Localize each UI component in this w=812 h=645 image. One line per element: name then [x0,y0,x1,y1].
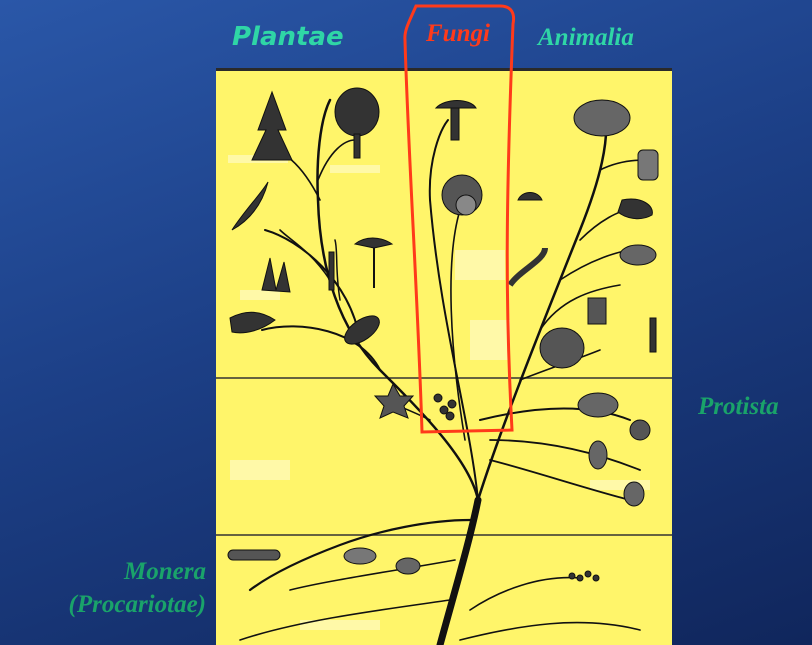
monera-label-line1: Monera [0,556,206,589]
protista-label: Protista [698,393,779,421]
panel-top-border [216,68,672,71]
bacillus-icon [344,548,376,564]
animalia-label: Animalia [538,24,634,52]
horsetail-icon [329,252,334,290]
broadleaf-tree-icon [335,88,379,136]
plantae-label: Plantae [232,22,344,52]
shell-icon [620,245,656,265]
coral-icon [540,328,584,368]
radiolarian-icon [630,420,650,440]
sponge-icon [638,150,658,180]
diatom-icon [589,441,607,469]
bacillus-icon-2 [396,558,420,574]
fungi-label: Fungi [426,20,490,48]
euglena-icon [624,482,644,506]
monera-label-line2: (Procariotae) [0,589,206,622]
amoeba-icon [578,393,618,417]
bacteria-chain-icon [228,550,280,560]
monera-label: Monera (Procariotae) [0,556,206,621]
frog-icon [574,100,630,136]
hydra-icon [650,318,656,352]
sea-anemone-icon [588,298,606,324]
